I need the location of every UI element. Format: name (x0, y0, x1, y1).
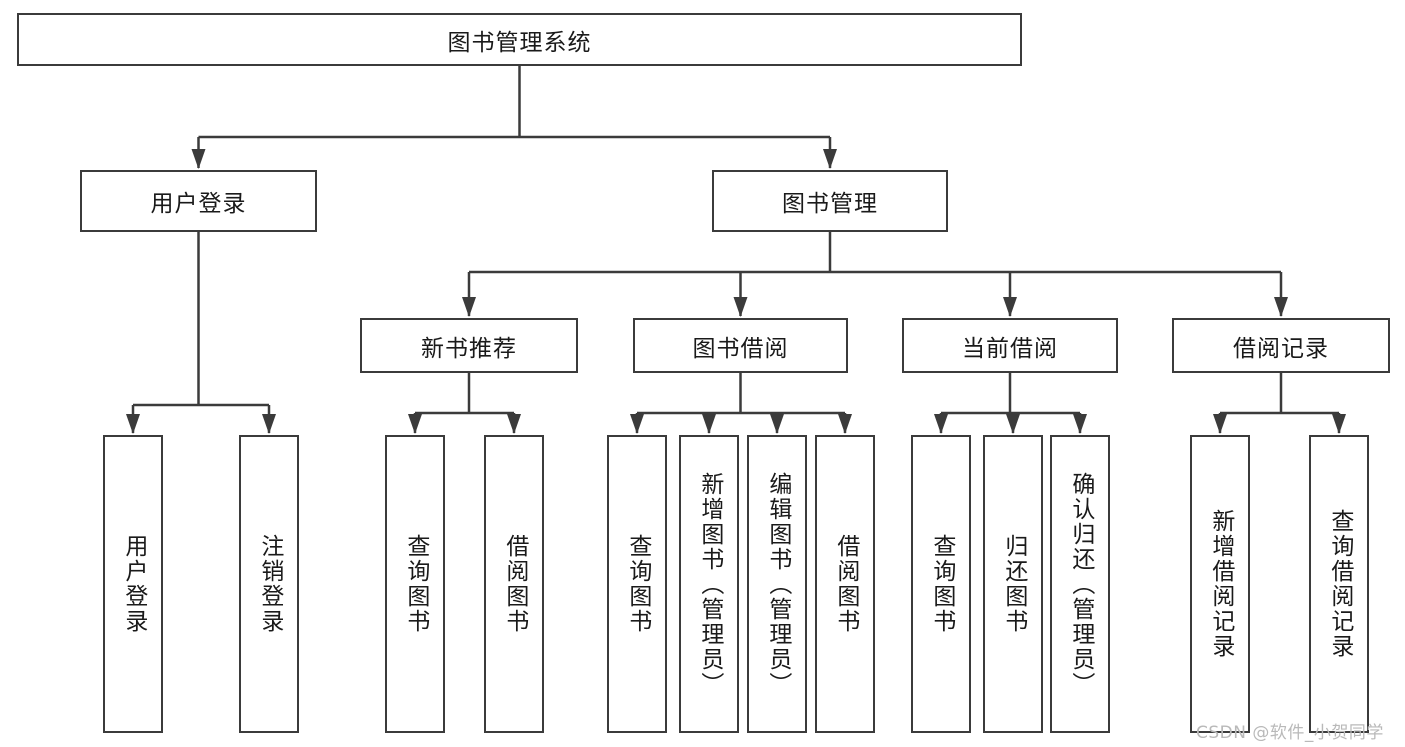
csdn-watermark: CSDN @软件_小贺同学 (1196, 723, 1384, 743)
leaf-leaf-return-book[interactable]: 归还图书 (983, 435, 1043, 733)
leaf-label: 查询图书 (402, 534, 429, 634)
leaf-leaf-confirm-return[interactable]: 确认归还（管理员） (1050, 435, 1110, 733)
arrow-head (126, 414, 140, 434)
arrow-head (823, 149, 837, 169)
arrow-head (507, 414, 521, 434)
arrow-head (462, 297, 476, 317)
leaf-label: 查询图书 (624, 534, 651, 634)
node-label: 用户登录 (150, 191, 247, 217)
arrow-head (838, 414, 852, 434)
arrow-head (1003, 297, 1017, 317)
node-label: 当前借阅 (962, 335, 1058, 362)
node-borrowing-record[interactable]: 借阅记录 (1172, 318, 1390, 373)
node-label: 图书管理系统 (447, 29, 592, 56)
node-label: 图书借阅 (692, 335, 789, 362)
node-label: 借阅记录 (1233, 335, 1329, 362)
node-user-login[interactable]: 用户登录 (80, 170, 317, 232)
leaf-leaf-add-book[interactable]: 新增图书（管理员） (679, 435, 739, 733)
leaf-leaf-borrow-book[interactable]: 借阅图书 (815, 435, 875, 733)
leaf-label: 查询图书 (928, 534, 955, 634)
leaf-leaf-query-book-cur[interactable]: 查询图书 (911, 435, 971, 733)
leaf-leaf-logout[interactable]: 注销登录 (239, 435, 299, 733)
node-root-system[interactable]: 图书管理系统 (17, 13, 1022, 66)
leaf-leaf-add-record[interactable]: 新增借阅记录 (1190, 435, 1250, 733)
leaf-leaf-borrow-book-rec[interactable]: 借阅图书 (484, 435, 544, 733)
arrow-head (630, 414, 644, 434)
leaf-label: 借阅图书 (832, 534, 859, 634)
leaf-label: 新增借阅记录 (1207, 509, 1234, 659)
leaf-label: 新增图书（管理员） (696, 471, 723, 697)
arrow-head (1073, 414, 1087, 434)
node-new-book-recommendation[interactable]: 新书推荐 (360, 318, 578, 373)
leaf-leaf-query-record[interactable]: 查询借阅记录 (1309, 435, 1369, 733)
leaf-leaf-user-login[interactable]: 用户登录 (103, 435, 163, 733)
leaf-label: 查询借阅记录 (1326, 509, 1353, 659)
leaf-leaf-query-book-rec[interactable]: 查询图书 (385, 435, 445, 733)
arrow-head (934, 414, 948, 434)
node-label: 新书推荐 (421, 335, 517, 362)
node-book-management[interactable]: 图书管理 (712, 170, 948, 232)
arrow-head (1332, 414, 1346, 434)
leaf-label: 注销登录 (256, 534, 283, 634)
arrow-head (1274, 297, 1288, 317)
leaf-label: 编辑图书（管理员） (764, 471, 791, 697)
node-current-borrowing[interactable]: 当前借阅 (902, 318, 1118, 373)
arrow-head (702, 414, 716, 434)
leaf-leaf-query-book[interactable]: 查询图书 (607, 435, 667, 733)
node-book-borrowing[interactable]: 图书借阅 (633, 318, 848, 373)
leaf-leaf-edit-book[interactable]: 编辑图书（管理员） (747, 435, 807, 733)
arrow-head (191, 149, 206, 169)
arrow-head (262, 414, 276, 434)
leaf-label: 借阅图书 (501, 534, 528, 634)
arrow-head (408, 414, 422, 434)
node-label: 图书管理 (782, 191, 878, 217)
arrow-head (733, 297, 748, 317)
leaf-label: 归还图书 (1000, 534, 1027, 634)
arrow-head (1213, 414, 1227, 434)
arrow-head (1006, 414, 1020, 434)
leaf-label: 确认归还（管理员） (1067, 471, 1094, 697)
leaf-label: 用户登录 (120, 534, 147, 634)
arrow-head (770, 414, 784, 434)
